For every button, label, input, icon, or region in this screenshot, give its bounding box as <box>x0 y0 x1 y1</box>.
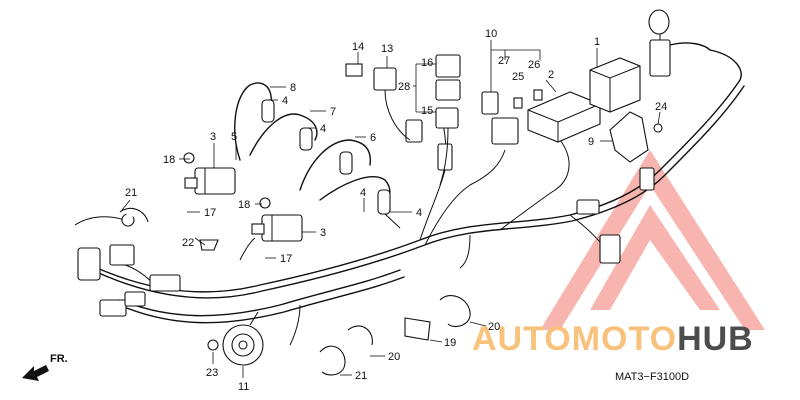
callout-13: 13 <box>381 43 393 55</box>
clamps <box>119 123 663 376</box>
callout-24: 24 <box>655 101 667 113</box>
callout-14: 14 <box>352 41 364 53</box>
fuse-box-cluster <box>481 89 543 145</box>
watermark-part2: HUB <box>677 320 754 358</box>
callout-2: 2 <box>548 69 554 81</box>
callout-4-b: 4 <box>320 123 326 135</box>
callout-25: 25 <box>512 71 524 83</box>
callout-18-lower: 18 <box>238 199 250 211</box>
lower-right-connectors <box>576 167 655 264</box>
diagram-code: MAT3−F3100D <box>615 371 689 383</box>
callout-16: 16 <box>421 57 433 69</box>
callout-22: 22 <box>182 237 194 249</box>
main-harness <box>79 49 745 346</box>
callout-3-upper: 3 <box>210 131 216 143</box>
callout-21-bottom: 21 <box>355 370 367 382</box>
callout-6: 6 <box>370 132 376 144</box>
callout-18-upper: 18 <box>163 154 175 166</box>
callout-labels: 1 2 3 3 4 4 4 4 5 6 7 8 9 10 11 13 14 15… <box>125 28 667 393</box>
callout-7: 7 <box>330 106 336 118</box>
spark-plug-wires <box>234 82 401 229</box>
callout-1: 1 <box>594 36 600 48</box>
ignition-coil-lower <box>251 214 303 242</box>
callout-26: 26 <box>528 59 540 71</box>
callout-27: 27 <box>498 55 510 67</box>
left-connector-cluster <box>74 213 181 317</box>
front-label: FR. <box>50 353 68 365</box>
relay-cluster <box>345 54 461 186</box>
callout-4-a: 4 <box>282 95 288 107</box>
callout-9: 9 <box>588 136 594 148</box>
callout-3-lower: 3 <box>320 227 326 239</box>
callout-23: 23 <box>206 367 218 379</box>
callout-17-upper: 17 <box>204 207 216 219</box>
callout-5: 5 <box>231 131 237 143</box>
regulator-rectifier <box>589 57 641 113</box>
callout-8: 8 <box>290 82 296 94</box>
callout-4-d: 4 <box>416 207 422 219</box>
callout-15: 15 <box>421 105 433 117</box>
callout-10: 10 <box>485 28 497 40</box>
callout-20-right: 20 <box>488 321 500 333</box>
callout-28: 28 <box>398 81 410 93</box>
callout-21-left: 21 <box>125 187 137 199</box>
watermark-text: AUTOMOTOHUB <box>472 320 754 358</box>
callout-4-c: 4 <box>360 187 366 199</box>
callout-20-center: 20 <box>388 351 400 363</box>
main-connector-right <box>648 9 711 77</box>
front-direction-arrow: FR. <box>22 353 68 381</box>
horn <box>222 311 264 366</box>
ignition-control-module <box>527 91 601 143</box>
svg-text:AUTOMOTOHUB: AUTOMOTOHUB <box>472 320 754 358</box>
callout-19: 19 <box>444 337 456 349</box>
callout-17-lower: 17 <box>280 253 292 265</box>
watermark-part1: AUTOMOTO <box>472 320 677 358</box>
ignition-coil-upper <box>184 167 236 195</box>
leader-lines <box>121 40 661 378</box>
callout-11: 11 <box>238 381 249 393</box>
bank-angle-sensor <box>609 111 649 163</box>
